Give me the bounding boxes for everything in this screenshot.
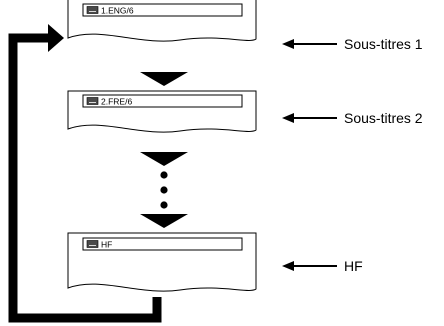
label-pointer-2: Sous-titres 2 [282,110,423,126]
pointer-arrowhead [282,113,294,123]
screen-info-box [82,3,243,17]
ellipsis-dot [160,201,168,209]
screen-display-text: 1.ENG/6 [101,6,134,16]
ellipsis-dot [160,171,168,179]
screen-display-text: HF [101,240,112,250]
ellipsis-dots [160,171,168,209]
pointer-arrowhead [282,261,294,271]
down-arrow [140,214,188,228]
label-hf: HF [344,258,363,274]
screen-info-box [82,94,243,108]
subtitle-icon [86,97,99,105]
screen-display-text: 2.FRE/6 [101,97,132,107]
loop-back-line [8,33,162,323]
loop-back-arrow [8,24,162,323]
down-arrow [140,152,188,166]
screen-panel-2: 2.FRE/6 [67,90,257,133]
subtitle-icon [86,240,99,248]
screen-info-box [82,237,243,251]
screen-panel-1: 1.ENG/6 [67,0,257,42]
loop-back-arrowhead [48,24,64,52]
subtitle-icon [86,6,99,14]
label-sous-titres-1: Sous-titres 1 [344,36,423,52]
down-arrow [140,72,188,86]
label-pointer-1: Sous-titres 1 [282,36,423,52]
ellipsis-dot [160,186,168,194]
label-sous-titres-2: Sous-titres 2 [344,110,423,126]
screen-panel-3: HF [67,232,257,292]
pointer-arrowhead [282,39,294,49]
label-pointer-3: HF [282,258,363,274]
